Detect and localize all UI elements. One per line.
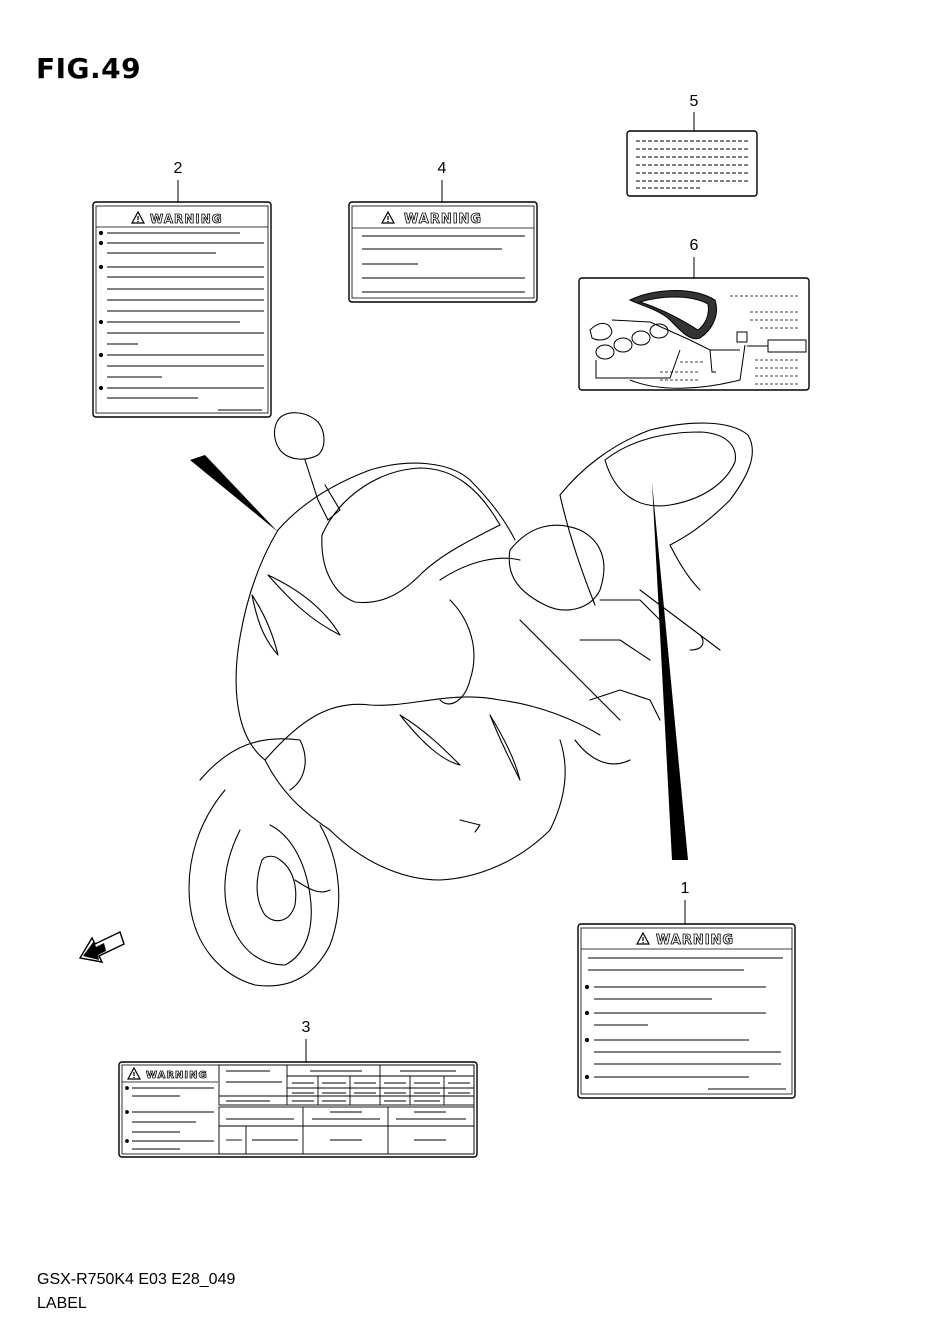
motorcycle-drawing — [188, 412, 753, 987]
figure-title: FIG.49 — [36, 52, 142, 85]
label-2-sticker — [92, 201, 272, 418]
section-label: LABEL — [37, 1295, 87, 1312]
warning-text: WARNING — [150, 212, 223, 226]
forward-arrow-icon — [78, 931, 125, 963]
model-code: GSX-R750K4 E03 E28_049 — [37, 1271, 236, 1288]
callout-4: 4 — [438, 160, 447, 177]
callout-3: 3 — [302, 1019, 311, 1036]
warning-text: WARNING — [404, 212, 482, 227]
label-4-group: 4 WARNING — [348, 160, 538, 303]
label-1-sticker — [577, 923, 796, 1099]
label-1-group: 1 WARNING — [577, 880, 796, 1099]
label-position-arrows — [190, 455, 688, 860]
label-5-group: 5 — [626, 93, 758, 197]
label-3-group: 3 WARNING — [118, 1019, 478, 1158]
warning-text: WARNING — [146, 1070, 208, 1081]
callout-2: 2 — [174, 160, 183, 177]
label-6-group: 6 — [578, 237, 810, 391]
label-4-sticker — [348, 201, 538, 303]
warning-text: WARNING — [656, 933, 734, 948]
label-5-sticker — [626, 130, 758, 197]
label-3-sticker — [118, 1061, 478, 1158]
callout-1: 1 — [681, 880, 690, 897]
callout-6: 6 — [690, 237, 699, 254]
label-2-group: 2 WARNING — [92, 160, 272, 418]
callout-5: 5 — [690, 93, 699, 110]
